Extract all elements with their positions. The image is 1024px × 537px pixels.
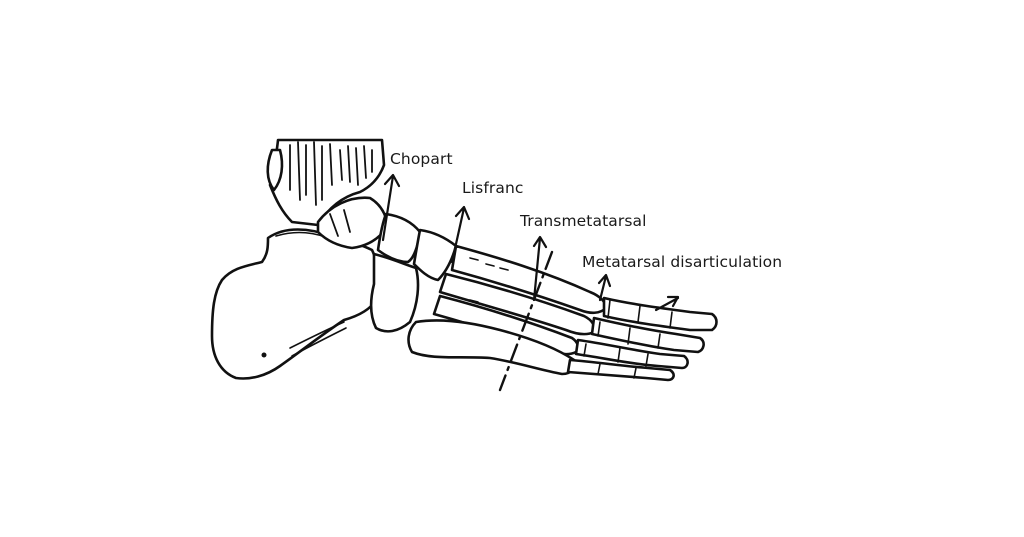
lisfranc-arrow (450, 205, 471, 264)
label-transmetatarsal: Transmetatarsal (520, 212, 647, 230)
calcaneus (210, 228, 380, 380)
chopart-arrow (381, 173, 401, 242)
transmetatarsal-cut-line (498, 250, 554, 392)
label-metatarsal-disarticulation: Metatarsal disarticulation (582, 253, 783, 271)
midfoot-tarsals (369, 212, 458, 333)
tibia-fibula (266, 138, 386, 227)
toe-arrow (654, 295, 680, 312)
phalanges (566, 296, 718, 382)
label-chopart: Chopart (390, 150, 453, 168)
metatarsal-disarticulation-arrow (597, 273, 612, 302)
label-lisfranc: Lisfranc (462, 179, 524, 197)
metatarsals (407, 244, 608, 376)
transmetatarsal-arrow (532, 235, 548, 302)
